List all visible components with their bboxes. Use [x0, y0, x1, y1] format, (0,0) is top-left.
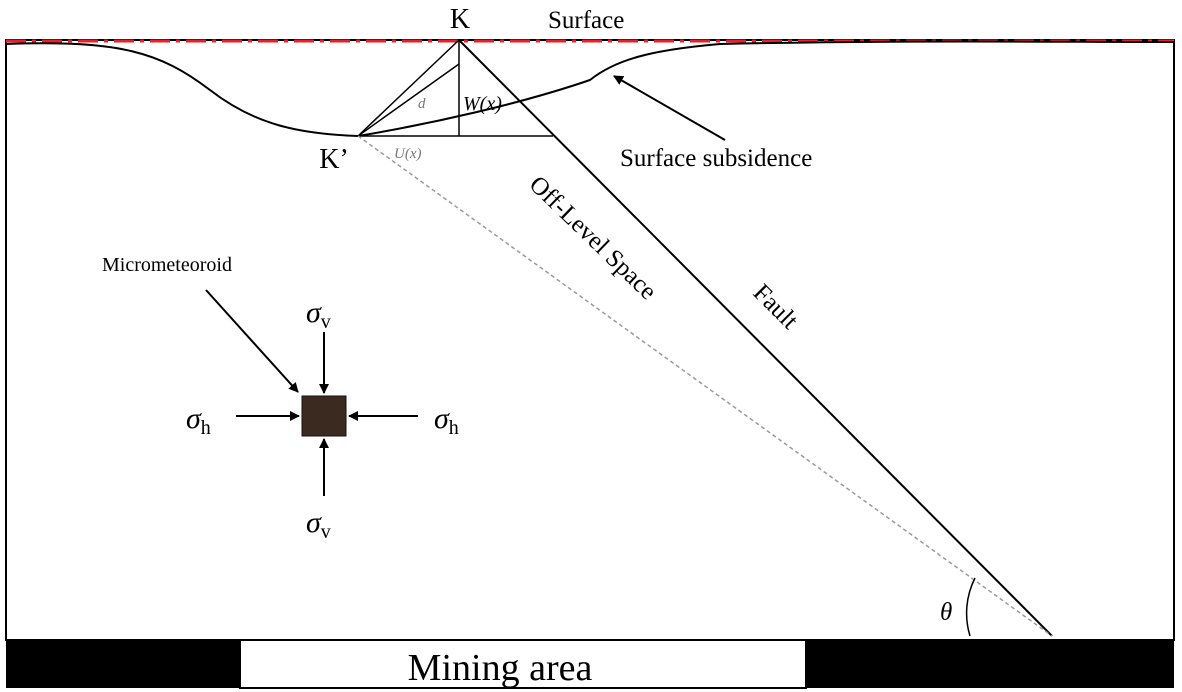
- sigma-v-top-label: σv: [306, 296, 331, 333]
- sigma-v-bottom-label: σv: [306, 506, 331, 543]
- micro-element: [301, 395, 347, 437]
- mining-area-label: Mining area: [408, 647, 593, 689]
- micrometeoroid-arrow: [205, 289, 299, 393]
- sigma-h-left-label: σh: [186, 402, 211, 439]
- fault-label: Fault: [748, 279, 803, 334]
- theta-label: θ: [940, 599, 952, 626]
- off-level-space-label: Off-Level Space: [524, 171, 662, 305]
- k-label: K: [450, 4, 470, 35]
- diagram-frame: [5, 39, 1175, 641]
- d-label: d: [418, 96, 426, 112]
- subsidence-curve: [5, 40, 1175, 138]
- w-x-label: W(x): [463, 93, 502, 115]
- fault-line: [458, 39, 1053, 637]
- u-x-label: U(x): [394, 146, 421, 162]
- mining-area-box: [239, 639, 807, 689]
- surface-subsidence-arrow: [613, 75, 726, 141]
- mining-area-band-left: [6, 640, 240, 688]
- sigma-h-right-label: σh: [434, 402, 459, 439]
- surface-label: Surface: [548, 7, 624, 34]
- k-prime-label: K’: [319, 144, 349, 175]
- k-inner-line: [357, 63, 460, 137]
- theta-arc: [965, 577, 976, 637]
- k-to-kprime-line: [357, 39, 460, 137]
- off-level-dashed-line: [357, 135, 1053, 637]
- mining-area-band-right: [806, 640, 1174, 688]
- surface-subsidence-label: Surface subsidence: [620, 145, 812, 172]
- micrometeoroid-label: Micrometeoroid: [102, 254, 232, 276]
